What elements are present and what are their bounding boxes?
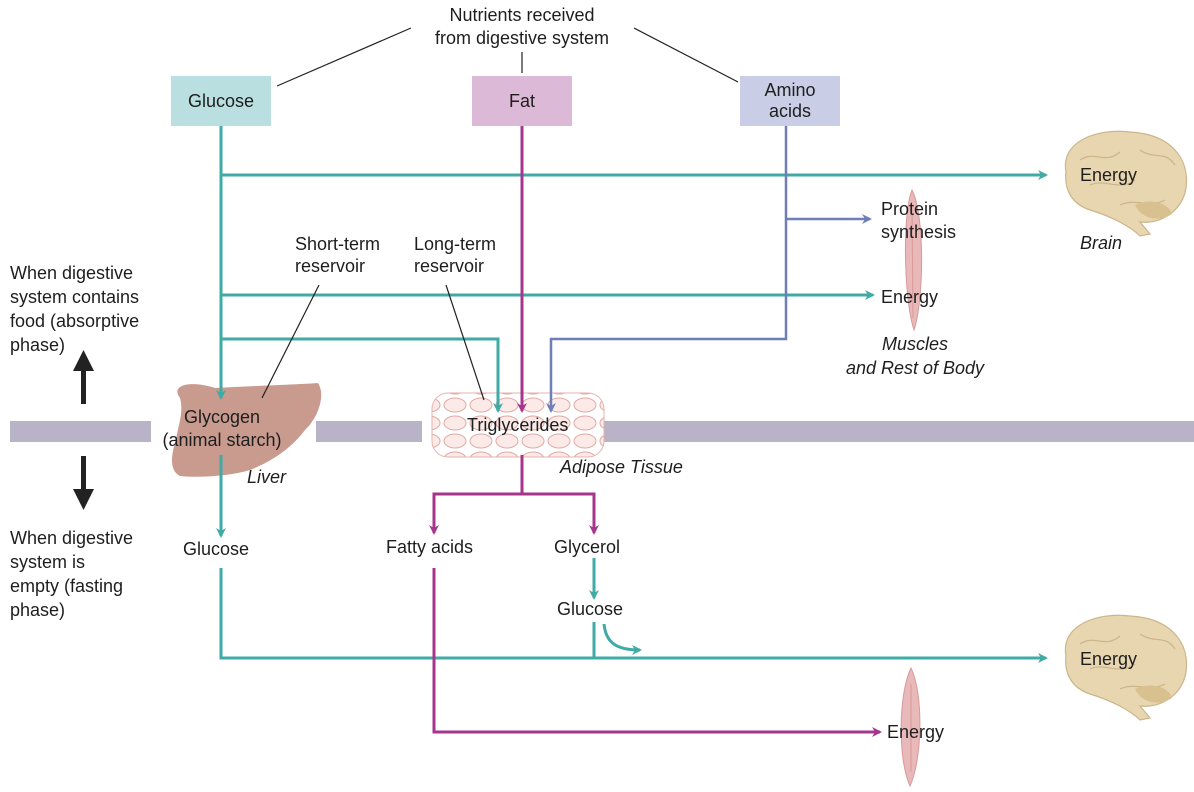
amino-acids-source-label: Amino acids	[764, 80, 816, 121]
adipose-tissue-label: Adipose Tissue	[560, 457, 683, 477]
triglycerides-label: Triglycerides	[467, 415, 569, 435]
glucose-source-box: Glucose	[171, 76, 271, 126]
fat-pathways	[429, 125, 882, 737]
muscles-body-label: Muscles and Rest of Body	[845, 334, 985, 378]
glucose-source-label: Glucose	[187, 90, 255, 111]
fatty-acids-label: Fatty acids	[386, 537, 474, 557]
glycogen-label: Glycogen (animal starch)	[162, 407, 282, 450]
protein-synthesis-label: Protein synthesis	[881, 199, 957, 242]
energy-label-bottom: Energy	[887, 722, 945, 742]
glucose-pathways	[216, 125, 1048, 663]
brain-illustration-top	[1064, 130, 1188, 237]
glucose-from-liver-label: Glucose	[183, 539, 250, 559]
muscle-illustration-bottom	[900, 666, 921, 788]
phase-divider	[10, 421, 1194, 442]
brain-illustration-bottom	[1064, 614, 1188, 721]
energy-label-muscle: Energy	[881, 287, 939, 307]
short-term-reservoir-label: Short-term reservoir	[295, 234, 381, 276]
adipose-tissue-illustration	[431, 392, 605, 458]
brain-label-top: Brain	[1080, 233, 1123, 253]
amino-acid-pathways	[546, 125, 872, 413]
fasting-phase-label: When digestive system is empty (fasting …	[10, 528, 134, 620]
fat-source-box: Fat	[472, 76, 572, 126]
long-term-reservoir-label: Long-term reservoir	[414, 234, 497, 276]
energy-label-brain-bottom: Energy	[1080, 649, 1138, 669]
reservoir-callout-lines	[261, 284, 485, 401]
liver-label: Liver	[247, 467, 287, 487]
fat-source-label: Fat	[508, 90, 535, 111]
muscle-illustration-top	[904, 188, 923, 332]
nutrients-header: Nutrients received from digestive system	[434, 5, 610, 48]
absorptive-phase-label: When digestive system contains food (abs…	[10, 263, 140, 355]
glucose-from-glycerol-label: Glucose	[557, 599, 624, 619]
amino-acids-source-box: Amino acids	[740, 76, 840, 126]
liver-illustration	[172, 383, 322, 477]
glycerol-label: Glycerol	[554, 537, 621, 557]
nutrient-callout-lines	[276, 27, 739, 87]
energy-label-brain-top: Energy	[1080, 165, 1138, 185]
phase-arrows	[73, 350, 94, 510]
